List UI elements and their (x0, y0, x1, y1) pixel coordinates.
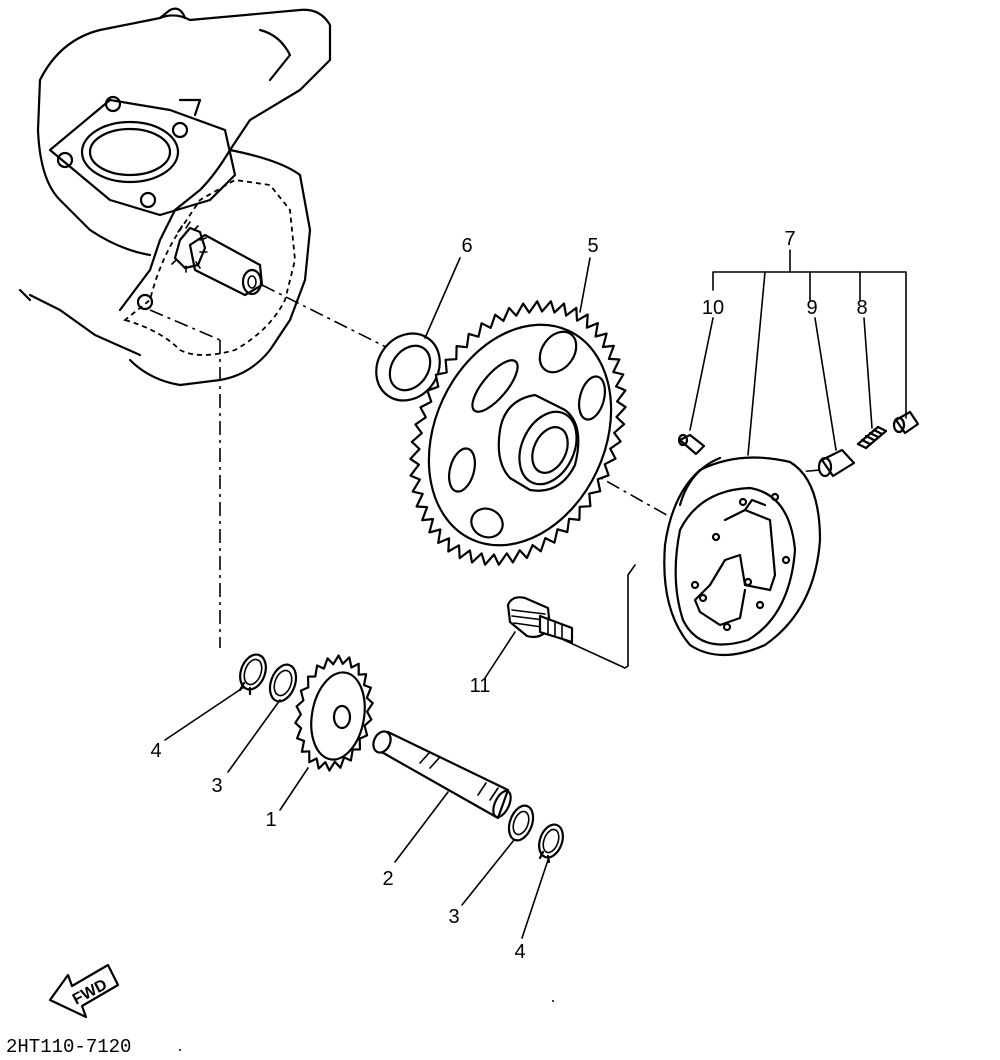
part-4-circlip-left (238, 653, 267, 696)
callout-3-left: 3 (211, 775, 222, 797)
crankcase-housing (18, 7, 332, 387)
fwd-arrow-icon: FWD (48, 963, 120, 1019)
callout-10: 10 (702, 297, 724, 319)
part-5-starter-wheel-gear (409, 300, 627, 566)
part-3-washer-left (268, 663, 298, 703)
callout-3-right: 3 (448, 906, 459, 928)
callout-4-right: 4 (514, 941, 525, 963)
part-7-starter-clutch (663, 456, 822, 657)
callout-1: 1 (265, 809, 276, 831)
callout-8: 8 (856, 297, 867, 319)
part-4-circlip-right (538, 823, 564, 864)
part-8-spring (856, 425, 888, 450)
callout-labels: 6 5 7 10 9 8 11 4 3 1 2 3 4 (150, 228, 867, 963)
callout-5: 5 (587, 235, 598, 257)
leader-lines (164, 249, 907, 939)
part-9-roller (817, 448, 856, 478)
part-6-washer (375, 332, 441, 402)
callout-2: 2 (382, 868, 393, 890)
callout-9: 9 (806, 297, 817, 319)
part-11-bolt (506, 596, 574, 644)
callout-7: 7 (784, 228, 795, 250)
part-2-idler-shaft (372, 730, 512, 820)
part-3-washer-right (507, 804, 535, 842)
callout-4-left: 4 (150, 740, 161, 762)
part-1-idler-gear (294, 654, 374, 772)
callout-6: 6 (461, 235, 472, 257)
part-10-roller-pin (677, 433, 706, 456)
diagram-code: 2HT110-7120 (6, 1036, 131, 1058)
callout-11: 11 (470, 675, 491, 697)
